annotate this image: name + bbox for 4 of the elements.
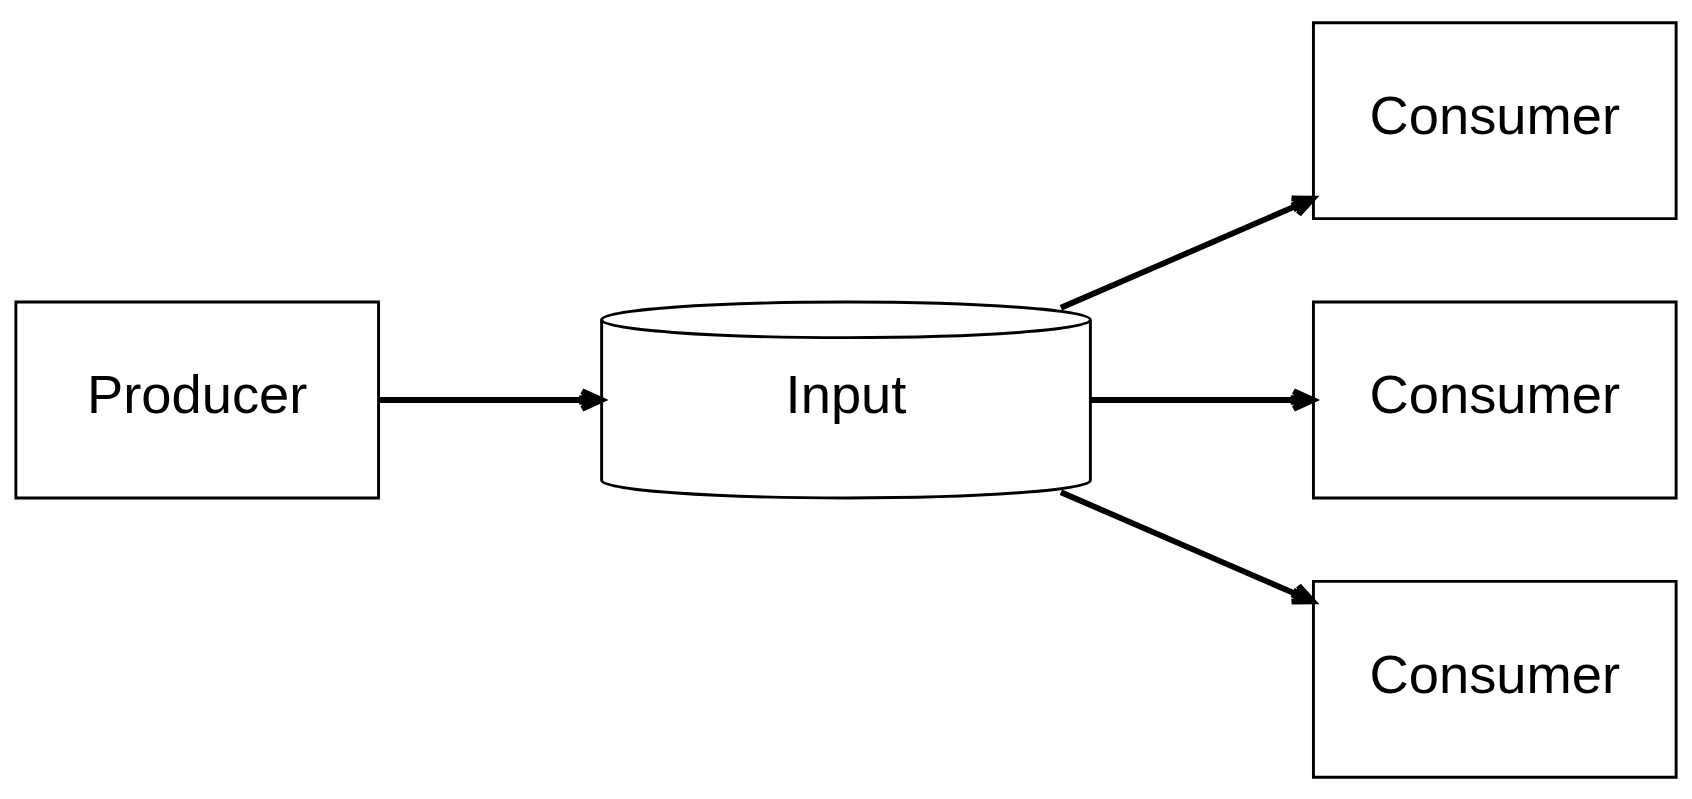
node-box: Producer	[14, 300, 381, 499]
node-box: Consumer	[1311, 300, 1678, 499]
node-box: Consumer	[1311, 579, 1678, 779]
node-box: Consumer	[1311, 20, 1678, 220]
